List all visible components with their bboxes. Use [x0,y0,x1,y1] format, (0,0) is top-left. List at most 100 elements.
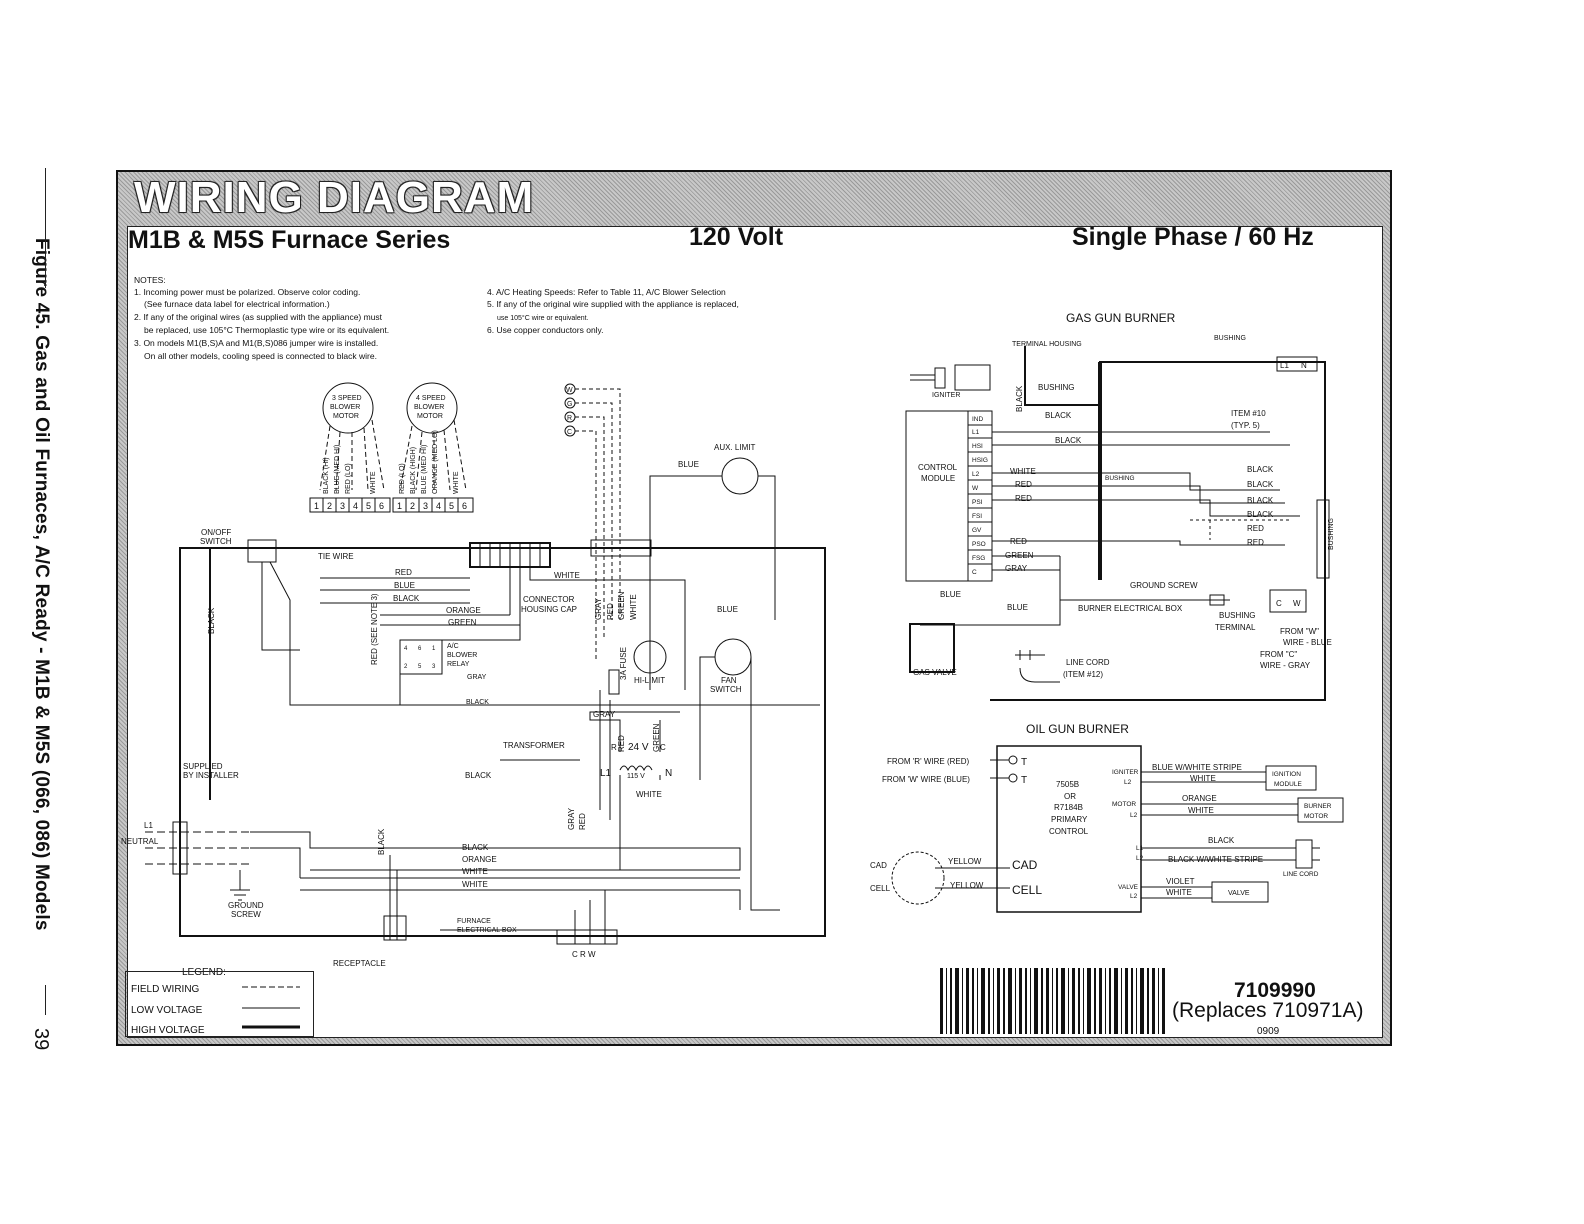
note-line: 5. If any of the original wire supplied … [487,299,739,309]
ac-blower-relay [399,639,443,675]
transformer-lines [500,690,611,820]
wire-label: RED (SEE NOTE 3) [370,593,379,665]
note-line: (See furnace data label for electrical i… [144,299,330,309]
wire-label: RED [606,603,615,620]
relay-label: RELAY [447,661,470,668]
terminal-number: 1 [314,501,319,511]
item10-label: (TYP. 5) [1231,421,1260,430]
tie-wire-label: TIE WIRE [318,552,354,561]
part-number: 7109990 (Replaces 710971A) 0909 [1172,979,1363,1037]
terminal-number: 2 [410,501,415,511]
note-line: 4. A/C Heating Speeds: Refer to Table 11… [487,287,726,297]
wire-label: WHITE [636,790,662,799]
fan-switch [714,638,752,676]
aux-limit-wires [649,475,776,690]
terminal-g: G [567,401,572,408]
wire-label: BLACK [393,594,420,603]
transformer-label: TRANSFORMER [503,741,565,750]
v115-label: 115 V [627,773,645,780]
note-line: 6. Use copper conductors only. [487,325,604,335]
burner-motor-label: MOTOR [1304,813,1328,820]
from-c-label: FROM "C" [1260,650,1297,659]
terminal-number: 2 [327,501,332,511]
module-pin-label: C [972,569,977,576]
primary-label: R7184B [1054,803,1083,812]
transformer-c: C [660,743,666,752]
connector-label: HOUSING CAP [521,605,577,614]
t-terminal [1008,755,1018,765]
note-line: use 105°C wire or equivalent. [497,314,589,322]
wire-label: GRAY [594,597,603,620]
note-line: 3. On models M1(B,S)A and M1(B,S)086 jum… [134,338,378,348]
wire-label: BLACK [1247,510,1274,519]
wire-label: BLACK [1247,465,1274,474]
t-terminal [1008,773,1018,783]
line-cord-label: LINE CORD [1283,871,1319,878]
module-pin-label: PSI [972,499,983,506]
wire-label: BLUE [678,460,699,469]
wire-label: BLACK [465,771,492,780]
receptacle-pins [389,916,398,940]
control-module-pins [967,410,993,582]
wire-label: VIOLET [1166,877,1195,886]
thermostat-terminals [564,383,621,660]
furnace-wiring [145,382,826,945]
oil-input-wires [935,759,1010,889]
wire-label: WHITE [1188,806,1214,815]
fan-switch-wires [699,656,780,911]
v24-label: 24 V [628,742,649,753]
wire-label: GRAY [567,807,576,830]
wire-label: GREEN [617,591,626,620]
primary-label: 7505B [1056,780,1079,789]
terminal-number: 4 [436,501,441,511]
wire-label: BLACK [1208,836,1235,845]
bundle-wires [320,577,470,604]
wire-label: RED [1015,480,1032,489]
on-off-label: ON/OFF [201,528,231,537]
connector-pins [479,543,541,567]
module-pin-label: HSI [972,443,983,450]
module-pin-label: PSO [972,541,986,548]
ignition-module-box [1265,765,1317,791]
terminal-number: 1 [397,501,402,511]
motor-wire-label: RED (LO) [345,463,352,494]
legend-item: LOW VOLTAGE [131,1005,203,1016]
box-label: FURNACE [457,918,491,925]
motor-wire-label: BLUE (MED HI) [334,445,341,494]
oil-gun-labels: OIL GUN BURNER FROM 'R' WIRE (RED) FROM … [870,722,1332,900]
furnace-outline [179,547,826,937]
relay-pin: 4 [404,646,408,652]
terminal-number: 4 [353,501,358,511]
fuse-label: 3A FUSE [619,647,628,680]
cell-terminal-label: CELL [1012,883,1042,897]
control-module-label: MODULE [921,474,955,483]
wire-label: GRAY [467,674,487,681]
note-line: 1. Incoming power must be polarized. Obs… [134,287,360,297]
hi-limit [633,640,667,674]
l1-label: L1 [1136,845,1144,852]
receptacle-label: RECEPTACLE [333,959,386,968]
bushing-label: BUSHING [1214,335,1246,342]
legend-item: HIGH VOLTAGE [131,1025,205,1036]
terminal-number: 6 [379,501,384,511]
terminal-label: TERMINAL [1215,623,1256,632]
oil-gun-wiring [891,745,1344,913]
ignition-module-label: IGNITION [1272,771,1301,778]
receptacle [383,915,407,941]
wire-label: BLACK [1247,496,1274,505]
igniter-plug [910,364,991,391]
l1-label: L1 [144,821,153,830]
relay-pin: 6 [418,646,422,652]
neutral-label: NEUTRAL [121,837,159,846]
wire-label: BLUE [940,590,961,599]
transformer-wires [589,711,680,870]
installer-label: BY INSTALLER [183,771,239,780]
wire-label: ORANGE [446,606,481,615]
burner-motor-label: BURNER [1304,803,1332,810]
wire-label: RED [617,735,626,752]
part-number-text: 7109990 [1234,979,1316,1002]
bushing-bottom [1209,594,1225,606]
terminal-number: 5 [449,501,454,511]
wire-label: RED [395,568,412,577]
